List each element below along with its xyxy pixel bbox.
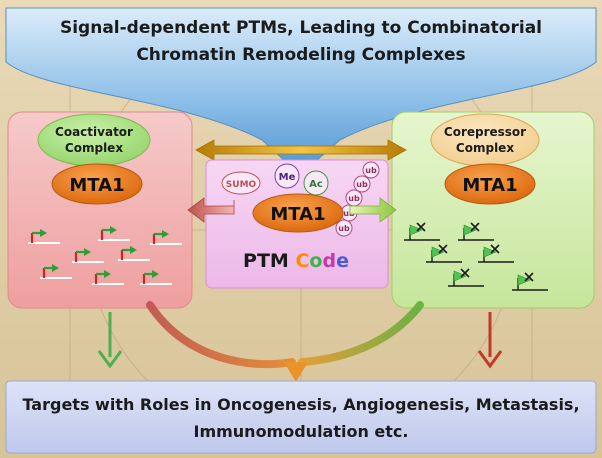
right-mta1-label: MTA1 xyxy=(462,175,517,196)
active-gene xyxy=(72,248,104,263)
ub-bubble xyxy=(362,161,380,179)
left-mta1-ellipse xyxy=(51,163,143,205)
left-mta1-label: MTA1 xyxy=(69,175,124,196)
corepressor-label-2: Complex xyxy=(456,141,514,155)
left-arrow xyxy=(187,197,235,223)
ub-label: ub xyxy=(365,166,377,175)
sumo-label: SUMO xyxy=(226,180,257,190)
right-down-arrow xyxy=(477,312,503,369)
repressed-gene xyxy=(478,244,514,263)
repressed-gene xyxy=(512,272,548,291)
coactivator-label-2: Complex xyxy=(65,141,123,155)
ac-bubble xyxy=(303,170,329,196)
center-down-arrowhead xyxy=(284,362,308,382)
corepressor-complex-ellipse xyxy=(430,113,540,167)
ub-label: ub xyxy=(356,180,368,189)
ubiquitin-chain: ub ub ub ub ub xyxy=(335,161,380,237)
left-down-arrow xyxy=(97,312,123,369)
footer-panel xyxy=(5,380,597,454)
corepressor-label-1: Corepressor xyxy=(444,125,526,139)
active-gene xyxy=(118,246,150,261)
active-gene xyxy=(92,270,124,285)
header-funnel xyxy=(5,7,597,176)
me-label: Me xyxy=(279,172,296,183)
header-line-2: Chromatin Remodeling Complexes xyxy=(136,45,465,65)
center-mta1-ellipse xyxy=(252,193,344,233)
active-gene xyxy=(40,264,72,279)
active-gene xyxy=(28,229,60,244)
right-arrow xyxy=(349,197,397,223)
repressed-gene xyxy=(458,222,494,241)
ub-bubble xyxy=(353,175,371,193)
sumo-bubble xyxy=(221,171,261,195)
right-converging-curve xyxy=(298,301,424,366)
code-letter-o: o xyxy=(309,250,322,272)
header-line-1: Signal-dependent PTMs, Leading to Combin… xyxy=(60,18,542,38)
ub-label: ub xyxy=(343,209,355,218)
code-letter-e: e xyxy=(336,250,349,272)
me-bubble xyxy=(274,163,300,189)
active-gene xyxy=(140,270,172,285)
right-mta1-ellipse xyxy=(444,163,536,205)
ac-label: Ac xyxy=(309,179,323,190)
code-letter-d: d xyxy=(322,250,336,272)
left-converging-curve xyxy=(146,301,296,369)
coactivator-complex-ellipse xyxy=(37,113,151,167)
active-genes xyxy=(28,226,182,285)
ub-label: ub xyxy=(348,194,360,203)
active-gene xyxy=(150,230,182,245)
footer-line-2: Immunomodulation etc. xyxy=(193,422,408,441)
ub-label: ub xyxy=(338,224,350,233)
repressed-gene xyxy=(404,222,440,241)
ub-bubble xyxy=(335,219,353,237)
code-letter-c: C xyxy=(295,250,309,272)
repressed-gene xyxy=(426,244,462,263)
exchange-double-arrow xyxy=(195,139,407,161)
footer-line-1: Targets with Roles in Oncogenesis, Angio… xyxy=(22,395,579,414)
repressed-gene xyxy=(448,268,484,287)
active-gene xyxy=(98,226,130,241)
ptm-word: PTM xyxy=(243,250,289,272)
center-mta1-label: MTA1 xyxy=(270,204,325,225)
repressed-genes xyxy=(404,222,548,291)
ptm-code-label: PTM Code xyxy=(243,250,349,272)
coactivator-label-1: Coactivator xyxy=(55,125,133,139)
